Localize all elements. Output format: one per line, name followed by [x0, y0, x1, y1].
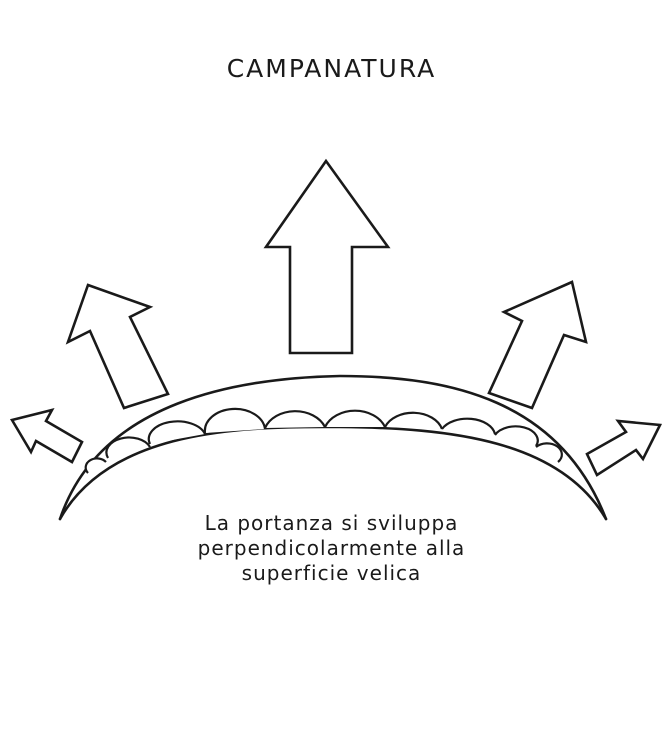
lift-arrow-left — [65, 283, 170, 410]
sail-outer-curve — [58, 374, 608, 521]
caption-line-1: La portanza si sviluppa — [204, 511, 459, 535]
caption-line-3: superficie velica — [241, 561, 422, 585]
batten-2 — [105, 436, 151, 459]
diagram-title: CAMPANATURA — [226, 54, 437, 83]
batten-1 — [84, 457, 107, 474]
batten-8 — [441, 417, 497, 435]
batten-3 — [147, 420, 206, 445]
batten-9 — [494, 425, 539, 447]
lift-arrow-right — [487, 280, 588, 410]
batten-10 — [535, 442, 563, 463]
caption-line-2: perpendicolarmente alla — [197, 536, 466, 560]
batten-7 — [384, 411, 444, 430]
lift-arrow-far-left — [9, 408, 84, 464]
lift-arrow-center — [263, 158, 391, 355]
batten-4 — [203, 407, 267, 434]
diagram-caption: La portanza si sviluppa perpendicolarmen… — [0, 511, 663, 586]
lift-arrow-far-right — [585, 419, 663, 477]
batten-6 — [324, 409, 386, 428]
batten-5 — [263, 410, 326, 429]
